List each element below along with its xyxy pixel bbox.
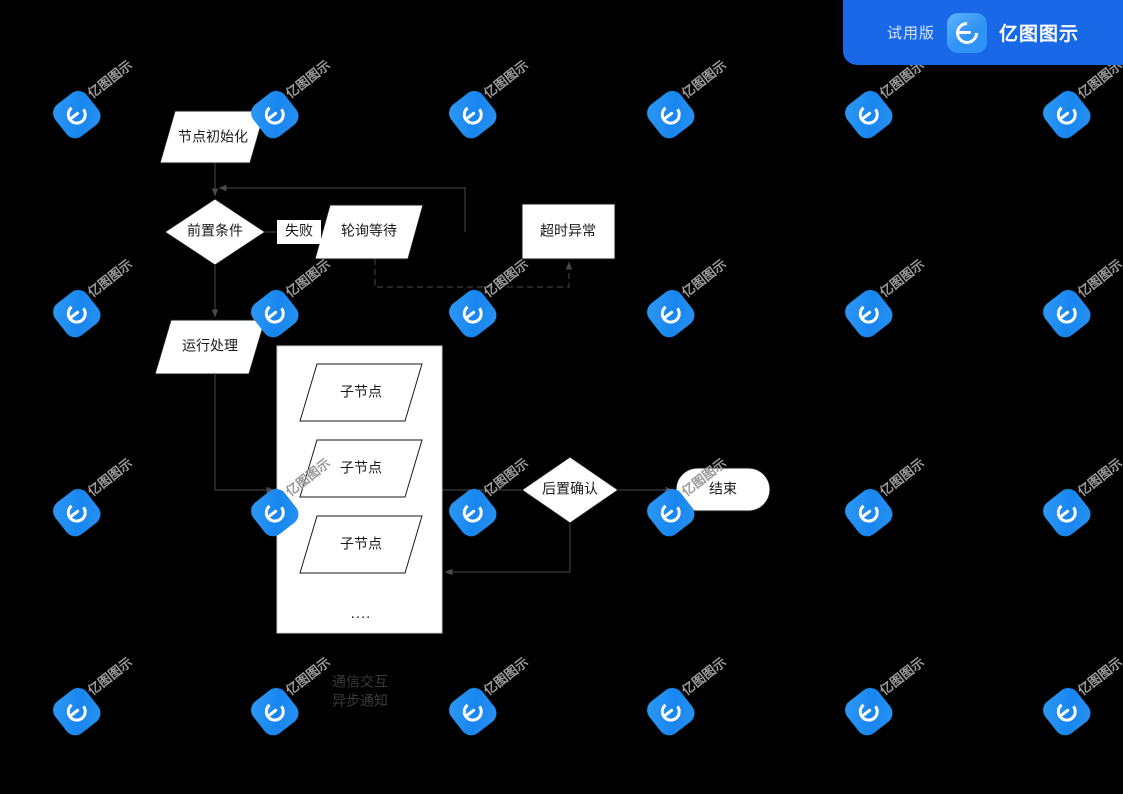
node-init-shape [159, 110, 266, 164]
node-precondition[interactable]: 前置条件 [164, 198, 266, 266]
brand-name-label: 亿图图示 [999, 24, 1080, 45]
brand-banner[interactable]: 试用版 亿图图示 [843, 0, 1123, 65]
node-precondition-label: 前置条件 [187, 223, 243, 239]
node-poll-wait-label: 轮询等待 [341, 223, 397, 239]
node-init-label: 节点初始化 [178, 129, 248, 145]
node-post-confirm-label: 后置确认 [542, 481, 598, 497]
note-async-notification: 异步通知 [332, 693, 388, 709]
edraw-logo-icon [947, 12, 987, 53]
node-timeout[interactable]: 超时异常 [521, 203, 616, 260]
connectors [211, 163, 674, 576]
edge-runprocess-to-container [214, 374, 275, 494]
node-child-3[interactable]: 子节点 [299, 515, 423, 574]
edge-label-fail-bg [277, 220, 321, 244]
node-post-confirm[interactable]: 后置确认 [521, 456, 619, 524]
node-timeout-shape [521, 203, 616, 260]
trial-version-label: 试用版 [886, 25, 935, 42]
node-timeout-label: 超时异常 [540, 223, 596, 239]
diagram-notes: 通信交互 异步通知 [332, 674, 388, 709]
node-post-confirm-shape [521, 456, 619, 524]
node-child-1[interactable]: 子节点 [299, 363, 423, 422]
node-child-1-shape [299, 363, 423, 422]
node-precondition-shape [164, 198, 266, 266]
edge-pollwait-to-timeout-dashed [374, 259, 573, 288]
node-end-label: 结束 [709, 481, 737, 497]
edge-pollwait-loopback [218, 184, 466, 232]
node-run-process-shape [154, 319, 266, 375]
node-run-process[interactable]: 运行处理 [154, 319, 266, 375]
node-poll-wait[interactable]: 轮询等待 [314, 204, 424, 260]
node-end[interactable]: 结束 [675, 467, 771, 512]
node-init[interactable]: 节点初始化 [159, 110, 266, 164]
node-child-2-shape [299, 439, 423, 498]
node-child-2-label: 子节点 [340, 460, 382, 476]
edge-label-fail: 失败 [277, 220, 321, 244]
node-child-3-shape [299, 515, 423, 574]
edge-label-fail-text: 失败 [285, 223, 313, 239]
node-child-2[interactable]: 子节点 [299, 439, 423, 498]
node-run-process-label: 运行处理 [182, 338, 238, 354]
note-communication-interaction: 通信交互 [332, 674, 388, 690]
node-child-3-label: 子节点 [340, 536, 382, 552]
child-nodes-ellipsis: .... [351, 605, 372, 622]
node-child-1-label: 子节点 [340, 384, 382, 400]
